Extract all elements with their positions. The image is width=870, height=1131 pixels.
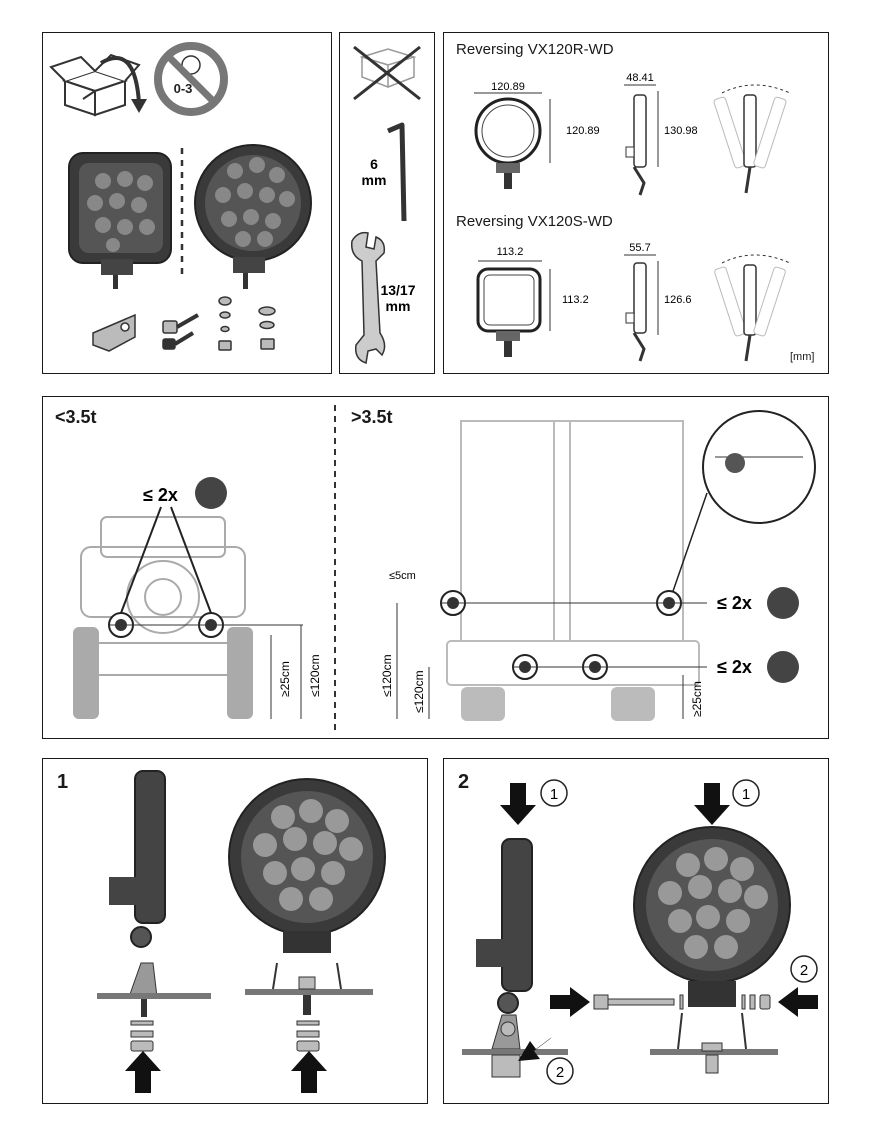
push-up-arrow-icon [125, 1051, 161, 1093]
heavy-vehicle-lower-count: ≤ 2x [717, 657, 752, 677]
bracket-and-plate [97, 962, 211, 1017]
front-down-arrow-icon [694, 783, 730, 825]
heavy-vehicle-image [446, 420, 700, 721]
placement-panel: <3.5t >3.5t ≤ 2x ≥25cm ≤120cm [42, 396, 829, 739]
wrench-icon [350, 231, 386, 364]
light-vehicle-min-height: ≥25cm [278, 661, 292, 697]
heavy-vehicle-side-gap: ≤5cm [389, 570, 416, 582]
package-contents-drawing: 0-3 [49, 42, 312, 352]
square-side-view [624, 254, 659, 362]
heavy-vehicle-upper-max: ≤120cm [380, 654, 394, 697]
step-1-drawing [97, 770, 386, 1093]
heavy-vehicle-zoom-callout [670, 410, 816, 598]
mounting-hardware-icons [92, 296, 276, 352]
square-lamp-image [68, 152, 172, 289]
hex-key-icon [387, 122, 407, 222]
round-front-view [474, 92, 551, 189]
tools-drawing: 6 mm 13/17 mm [350, 45, 421, 364]
light-vehicle-image [73, 516, 253, 719]
step-1-number: 1 [57, 771, 69, 793]
age-warning-icon [154, 42, 228, 116]
light-vehicle-count: ≤ 2x [143, 485, 178, 505]
square-depth-height: 126.6 [664, 294, 692, 306]
hex-key-unit: mm [362, 172, 387, 188]
front-washer-nut-stack [296, 1020, 320, 1052]
square-depth: 55.7 [629, 242, 650, 254]
heavy-vehicle-lower-max: ≤120cm [412, 670, 426, 713]
lamp-side-view [109, 770, 166, 948]
hex-key-size: 6 [370, 156, 378, 172]
square-model-title: Reversing VX120S-WD [456, 213, 613, 230]
round-height: 120.89 [566, 125, 600, 137]
heavy-vehicle-upper-count: ≤ 2x [717, 593, 752, 613]
round-model-title: Reversing VX120R-WD [456, 41, 614, 58]
washer-nut-stack [130, 1020, 154, 1052]
lamp-front-view-step2 [633, 826, 791, 1074]
wrench-size: 13/17 [380, 282, 415, 298]
lamp-front-view [228, 778, 386, 953]
rotate-arrow-icon [99, 56, 141, 104]
front-push-up-arrow-icon [291, 1051, 327, 1093]
round-width: 120.89 [491, 81, 525, 93]
lamp-side-view-step2 [462, 838, 568, 1078]
light-vehicle-max-height: ≤120cm [308, 654, 322, 697]
light-vehicle-heading: <3.5t [55, 407, 97, 427]
square-front-view [476, 260, 551, 357]
age-warning-label: 0-3 [174, 81, 193, 96]
package-contents-panel: 0-3 [42, 32, 332, 374]
round-lamp-image [194, 144, 312, 289]
placement-drawing: ≤ 2x ≥25cm ≤120cm [73, 405, 816, 735]
round-tilt-view [713, 84, 791, 194]
bolt-assembly [593, 994, 771, 1010]
round-side-view [624, 84, 659, 196]
no-box-icon [359, 48, 417, 89]
step-2-drawing: 1 2 1 [462, 779, 818, 1085]
side-callout-1: 1 [550, 786, 558, 803]
side-press-arrow-icon [518, 1037, 552, 1061]
side-down-arrow-icon [500, 783, 536, 825]
bolt-in-arrow-icon [550, 987, 590, 1017]
tools-panel: 6 mm 13/17 mm [339, 32, 435, 374]
side-callout-2: 2 [556, 1064, 564, 1081]
round-depth: 48.41 [626, 72, 654, 84]
dimensions-panel: Reversing VX120R-WD Reversing VX120S-WD … [443, 32, 829, 374]
heavy-vehicle-heading: >3.5t [351, 407, 393, 427]
square-width: 113.2 [497, 246, 524, 258]
round-depth-height: 130.98 [664, 125, 698, 137]
step-1-panel: 1 [42, 758, 428, 1104]
heavy-vehicle-min-height: ≥25cm [690, 681, 704, 717]
wrench-unit: mm [386, 298, 411, 314]
square-tilt-view [714, 254, 791, 362]
unit-label: [mm] [790, 351, 815, 363]
heavy-vehicle-lamp-markers [440, 587, 799, 683]
front-callout-2: 2 [800, 962, 808, 979]
front-bracket-and-plate [245, 962, 373, 1015]
step-2-panel: 2 1 2 1 [443, 758, 829, 1104]
step-2-number: 2 [458, 771, 470, 793]
nut-in-arrow-icon [778, 987, 818, 1017]
dimensions-drawing: 120.89 120.89 48.41 130.98 [474, 72, 791, 362]
light-vehicle-lamp-markers [108, 477, 303, 638]
square-height: 113.2 [562, 294, 589, 306]
front-callout-1: 1 [742, 786, 750, 803]
